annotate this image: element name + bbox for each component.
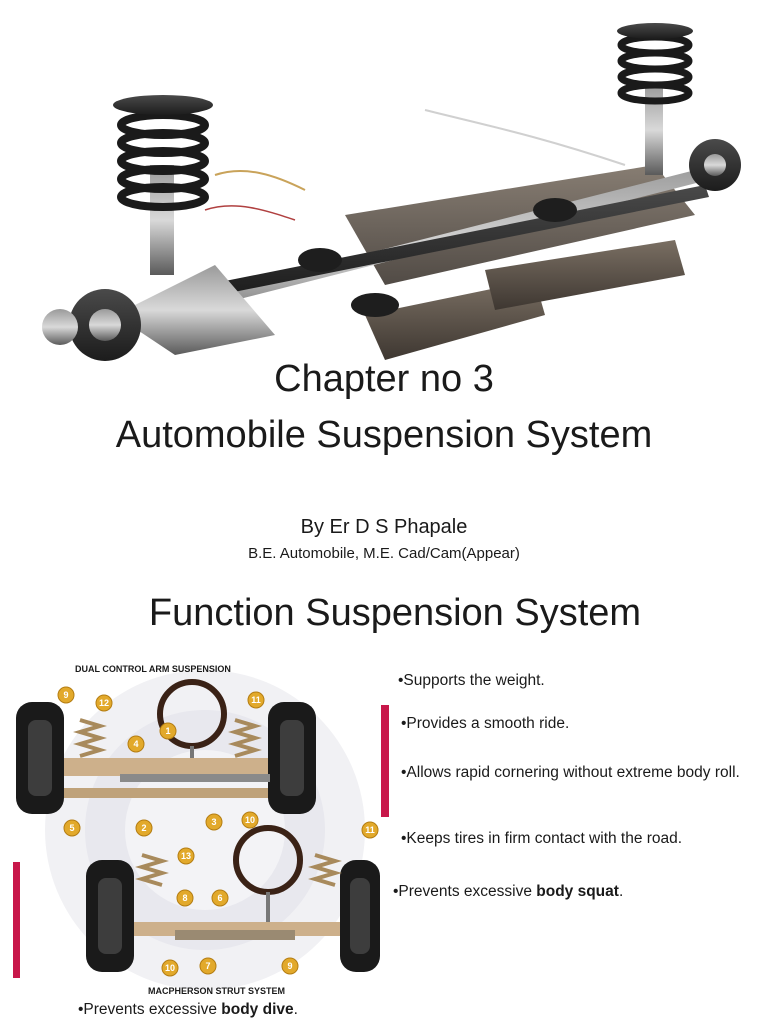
bullet-smooth-ride: •Provides a smooth ride. <box>401 714 761 734</box>
suspension-diagram-svg: DUAL CONTROL ARM SUSPENSION MACPHERSON S… <box>16 664 380 996</box>
callout: 6 <box>217 893 222 903</box>
callout: 11 <box>365 825 375 835</box>
bullet-bold-text: body dive <box>221 1001 294 1018</box>
author-line: By Er D S Phapale <box>300 516 468 538</box>
callout: 8 <box>182 893 187 903</box>
chapter-title: Chapter no 3 <box>274 358 494 400</box>
bullet-text-end: . <box>293 1001 298 1018</box>
bullet-text: •Allows rapid cornering without extreme … <box>401 764 740 781</box>
diagram-top-label: DUAL CONTROL ARM SUSPENSION <box>75 664 231 674</box>
callout: 13 <box>181 851 191 861</box>
callout: 11 <box>251 695 261 705</box>
bottom-left-tire <box>86 860 134 972</box>
callout: 3 <box>211 817 216 827</box>
callout: 10 <box>165 963 175 973</box>
callout: 9 <box>287 961 292 971</box>
bullet-text: •Prevents excessive <box>393 883 537 900</box>
top-left-tire <box>16 702 64 814</box>
bullet-body-squat: •Prevents excessive body squat. <box>393 882 763 902</box>
bottom-right-tire <box>340 860 380 972</box>
author-degrees: B.E. Automobile, M.E. Cad/Cam(Appear) <box>248 545 520 562</box>
bullet-rapid-cornering: •Allows rapid cornering without extreme … <box>401 763 751 783</box>
top-right-tire <box>268 702 316 814</box>
callout: 4 <box>133 739 138 749</box>
callout: 7 <box>205 961 210 971</box>
callouts-bottom: 13 11 8 6 10 7 9 <box>161 821 379 977</box>
bullet-text: •Provides a smooth ride. <box>401 715 570 732</box>
bullet-supports-weight: •Supports the weight. <box>398 671 758 691</box>
bullet-body-dive: •Prevents excessive body dive. <box>78 1000 438 1020</box>
accent-bar-left <box>13 862 20 978</box>
callout: 1 <box>165 726 170 736</box>
bullet-text: •Keeps tires in firm contact with the ro… <box>401 830 683 847</box>
bullet-text-end: . <box>618 883 624 900</box>
slide-title: Function Suspension System <box>148 592 642 634</box>
diagram-bottom-label: MACPHERSON STRUT SYSTEM <box>148 986 285 996</box>
bullet-text: •Prevents excessive <box>78 1001 222 1018</box>
bullet-text: •Supports the weight. <box>398 672 545 689</box>
callout: 12 <box>99 698 109 708</box>
callouts-top: 9 12 4 1 11 5 2 3 10 <box>57 686 265 837</box>
callout: 5 <box>69 823 74 833</box>
callout: 2 <box>141 823 146 833</box>
chapter-subtitle: Automobile Suspension System <box>115 414 653 456</box>
bullet-bold-text: body squat <box>536 883 619 900</box>
accent-bar-right <box>381 705 389 817</box>
callout: 9 <box>63 690 68 700</box>
suspension-assembly-image <box>15 15 755 375</box>
callout: 10 <box>245 815 255 825</box>
suspension-diagram: DUAL CONTROL ARM SUSPENSION MACPHERSON S… <box>10 660 380 1000</box>
suspension-illustration <box>42 23 741 361</box>
bullet-tire-contact: •Keeps tires in firm contact with the ro… <box>401 829 763 849</box>
